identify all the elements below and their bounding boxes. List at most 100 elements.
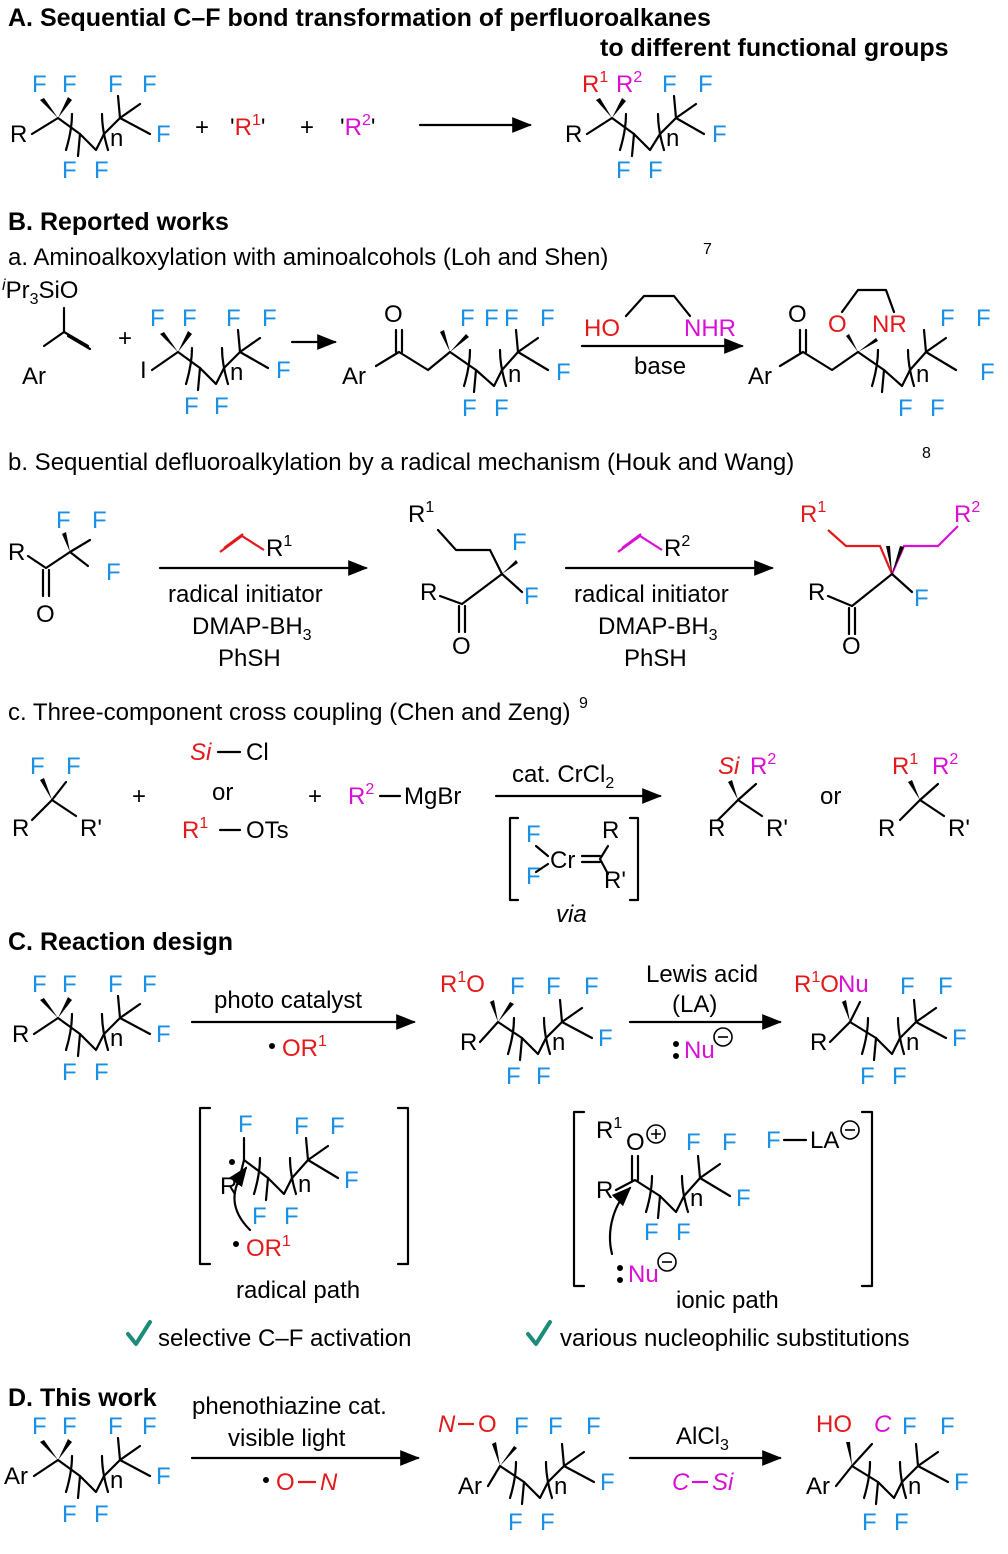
svg-text:or: or bbox=[212, 779, 233, 806]
svg-text:F: F bbox=[214, 393, 229, 420]
svg-text:F: F bbox=[156, 1021, 171, 1048]
svg-text:F: F bbox=[276, 357, 291, 384]
b-c-electrophiles: Si Cl or R1 OTs bbox=[182, 739, 289, 844]
svg-text:R1: R1 bbox=[582, 69, 608, 98]
svg-text:F: F bbox=[662, 71, 677, 98]
svg-text:F: F bbox=[900, 973, 915, 1000]
svg-text:n: n bbox=[908, 1473, 921, 1500]
svg-text:C: C bbox=[672, 1469, 690, 1496]
svg-text:R1: R1 bbox=[800, 499, 826, 528]
svg-text:n: n bbox=[552, 1029, 565, 1056]
svg-text:F: F bbox=[976, 305, 991, 332]
svg-text:NHR: NHR bbox=[684, 315, 736, 342]
svg-text:R: R bbox=[810, 1029, 827, 1056]
svg-text:F: F bbox=[504, 305, 519, 332]
svg-text:N: N bbox=[320, 1469, 338, 1496]
b-b-cond-3b: PhSH bbox=[624, 645, 687, 672]
svg-text:F: F bbox=[62, 157, 77, 184]
svg-text:O: O bbox=[842, 633, 861, 660]
svg-text:F: F bbox=[294, 1113, 309, 1140]
svg-text:R1: R1 bbox=[408, 499, 434, 528]
svg-text:O: O bbox=[36, 601, 55, 628]
svg-text:F: F bbox=[940, 1413, 955, 1440]
svg-text:F: F bbox=[676, 1219, 691, 1246]
svg-text:R': R' bbox=[766, 815, 788, 842]
svg-text:R1: R1 bbox=[892, 751, 918, 780]
svg-text:R: R bbox=[12, 1021, 29, 1048]
b-b-alkene-r1: R1 bbox=[219, 533, 292, 562]
svg-text:F: F bbox=[262, 305, 277, 332]
c-radical-path-label: radical path bbox=[236, 1277, 360, 1304]
svg-text:F: F bbox=[142, 971, 157, 998]
svg-text:OR1: OR1 bbox=[246, 1233, 291, 1262]
c-ionic-path-label: ionic path bbox=[676, 1287, 779, 1314]
svg-text:R: R bbox=[808, 579, 825, 606]
svg-text:F: F bbox=[508, 1509, 523, 1536]
svg-text:R': R' bbox=[80, 815, 102, 842]
svg-text:n: n bbox=[916, 361, 929, 388]
c-check-1: selective C–F activation bbox=[158, 1325, 411, 1352]
a-reagent-r2: 'R2' bbox=[340, 112, 375, 141]
svg-text:F: F bbox=[940, 305, 955, 332]
section-a-title-line2: to different functional groups bbox=[600, 34, 949, 62]
b-a-aminoalcohol: HO NHR bbox=[584, 294, 736, 342]
svg-text:F: F bbox=[540, 1509, 555, 1536]
svg-text:R2: R2 bbox=[664, 533, 690, 562]
svg-text:F: F bbox=[462, 395, 477, 422]
svg-text:O: O bbox=[626, 1129, 645, 1156]
d-silane-reagent: C Si bbox=[672, 1469, 734, 1496]
svg-text:F: F bbox=[108, 971, 123, 998]
section-c-title: C. Reaction design bbox=[8, 928, 233, 956]
b-c-title: c. Three-component cross coupling (Chen … bbox=[8, 699, 571, 726]
svg-text:F: F bbox=[736, 1185, 751, 1212]
svg-text:Ar: Ar bbox=[342, 363, 366, 390]
svg-text:Ar: Ar bbox=[458, 1473, 482, 1500]
svg-text:HO: HO bbox=[816, 1411, 852, 1438]
svg-text:F: F bbox=[238, 1111, 253, 1138]
svg-text:O: O bbox=[828, 311, 847, 338]
svg-text:F: F bbox=[536, 1063, 551, 1090]
svg-text:F: F bbox=[484, 305, 499, 332]
svg-text:F: F bbox=[860, 1063, 875, 1090]
svg-text:F: F bbox=[284, 1203, 299, 1230]
svg-text:O: O bbox=[384, 301, 403, 328]
svg-text:R2: R2 bbox=[616, 69, 642, 98]
b-a-arrow-label: base bbox=[634, 353, 686, 380]
c-alkoxy-radical: OR1 bbox=[269, 1033, 327, 1062]
svg-text:R: R bbox=[708, 815, 725, 842]
svg-text:F: F bbox=[524, 583, 539, 610]
svg-text:F: F bbox=[698, 71, 713, 98]
svg-text:Ar: Ar bbox=[806, 1473, 830, 1500]
svg-text:n: n bbox=[298, 1171, 311, 1198]
svg-text:n: n bbox=[906, 1029, 919, 1056]
svg-text:F: F bbox=[92, 507, 107, 534]
svg-text:F: F bbox=[766, 1127, 781, 1154]
svg-text:R: R bbox=[420, 579, 437, 606]
svg-text:R': R' bbox=[604, 867, 626, 894]
svg-text:R: R bbox=[8, 539, 25, 566]
svg-text:n: n bbox=[110, 1025, 123, 1052]
svg-text:F: F bbox=[980, 359, 995, 386]
svg-text:F: F bbox=[902, 1413, 917, 1440]
svg-text:R': R' bbox=[948, 815, 970, 842]
b-c-plus-2: + bbox=[308, 783, 322, 810]
svg-text:R: R bbox=[596, 1177, 613, 1204]
svg-text:iPr3SiO: iPr3SiO bbox=[2, 277, 78, 308]
svg-text:F: F bbox=[556, 359, 571, 386]
svg-text:F: F bbox=[32, 71, 47, 98]
svg-text:F: F bbox=[514, 1413, 529, 1440]
svg-text:F: F bbox=[892, 1063, 907, 1090]
svg-text:R2: R2 bbox=[954, 499, 980, 528]
check-icon bbox=[526, 1320, 552, 1346]
b-b-alkene-r2: R2 bbox=[617, 533, 690, 562]
svg-text:n: n bbox=[554, 1473, 567, 1500]
svg-text:O: O bbox=[452, 633, 471, 660]
